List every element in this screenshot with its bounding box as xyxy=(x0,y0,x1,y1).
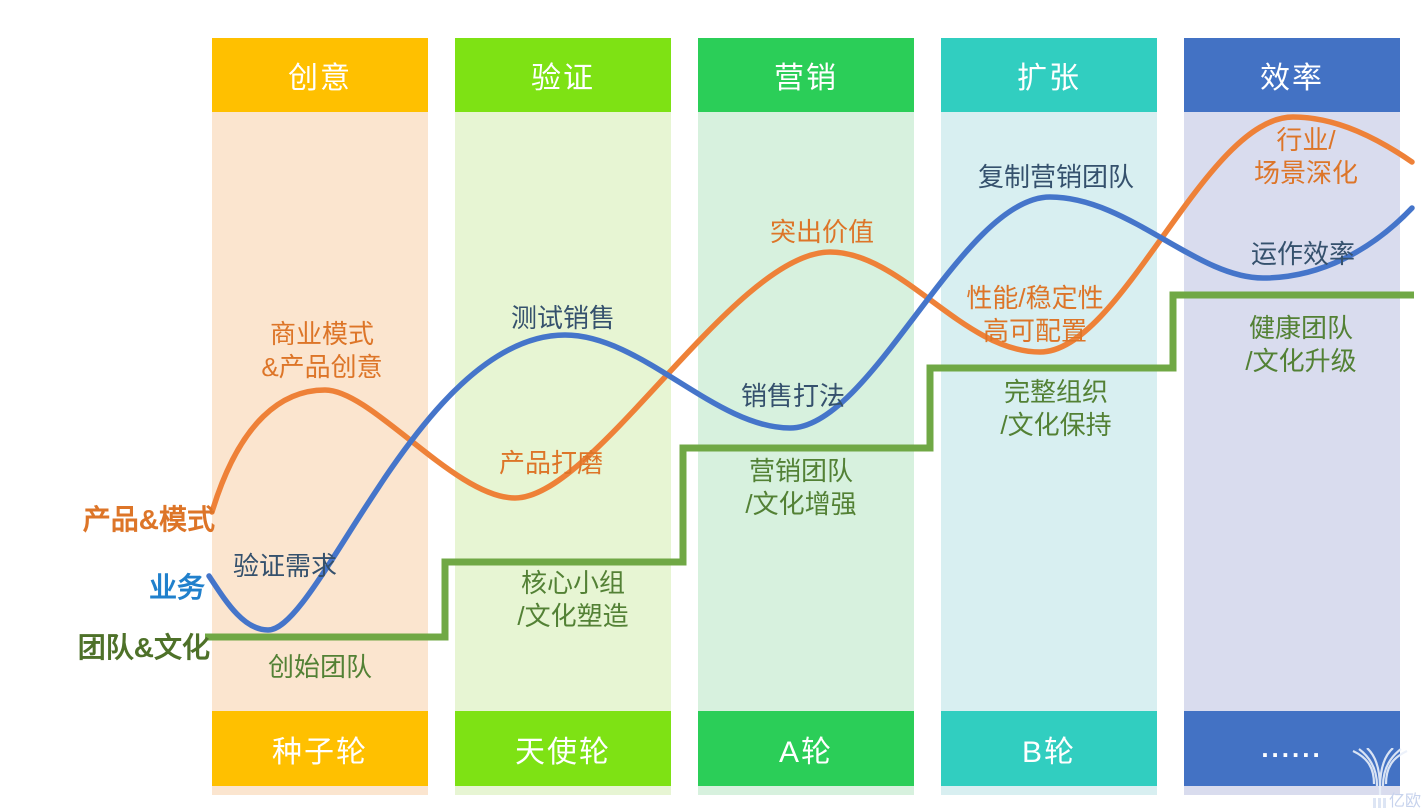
legend-team-culture-label: 团队&文化 xyxy=(77,632,210,663)
stage-body xyxy=(698,112,914,795)
annotation-team: 健康团队 /文化升级 xyxy=(1245,313,1357,376)
stage-body xyxy=(1184,112,1400,795)
annotation-business: 销售打法 xyxy=(740,381,846,411)
annotation-business: 运作效率 xyxy=(1250,239,1356,269)
funding-round-badge: ...... xyxy=(1184,711,1400,786)
funding-round-badge: A轮 xyxy=(698,711,914,786)
annotation-business: 验证需求 xyxy=(232,551,338,581)
annotation-product: 性能/稳定性 高可配置 xyxy=(966,283,1104,346)
stage-body xyxy=(212,112,428,795)
annotation-team: 营销团队 /文化增强 xyxy=(745,456,857,519)
stage-body xyxy=(941,112,1157,795)
annotation-team: 完整组织 /文化保持 xyxy=(1000,377,1112,440)
annotation-product: 商业模式 &产品创意 xyxy=(261,319,383,382)
annotation-team: 核心小组 /文化塑造 xyxy=(517,568,629,631)
annotation-business: 复制营销团队 xyxy=(977,162,1135,192)
stage-header: 验证 xyxy=(455,38,671,112)
stage-header: 营销 xyxy=(698,38,914,112)
legend-business-label: 业务 xyxy=(148,572,205,603)
brand-logo-icon: 亿欧 xyxy=(1352,748,1421,808)
stage-header: 扩张 xyxy=(941,38,1157,112)
legend-product-model-label: 产品&模式 xyxy=(82,504,215,535)
funding-round-badge: B轮 xyxy=(941,711,1157,786)
stage-header: 效率 xyxy=(1184,38,1400,112)
annotation-product: 行业/ 场景深化 xyxy=(1253,125,1359,188)
funding-round-badge: 天使轮 xyxy=(455,711,671,786)
annotation-product: 突出价值 xyxy=(769,217,875,247)
funding-round-badge: 种子轮 xyxy=(212,711,428,786)
stage-header: 创意 xyxy=(212,38,428,112)
annotation-team: 创始团队 xyxy=(267,652,373,682)
brand-watermark-text: 亿欧 xyxy=(1389,792,1421,808)
annotation-business: 测试销售 xyxy=(510,303,616,333)
annotation-product: 产品打磨 xyxy=(498,448,604,478)
